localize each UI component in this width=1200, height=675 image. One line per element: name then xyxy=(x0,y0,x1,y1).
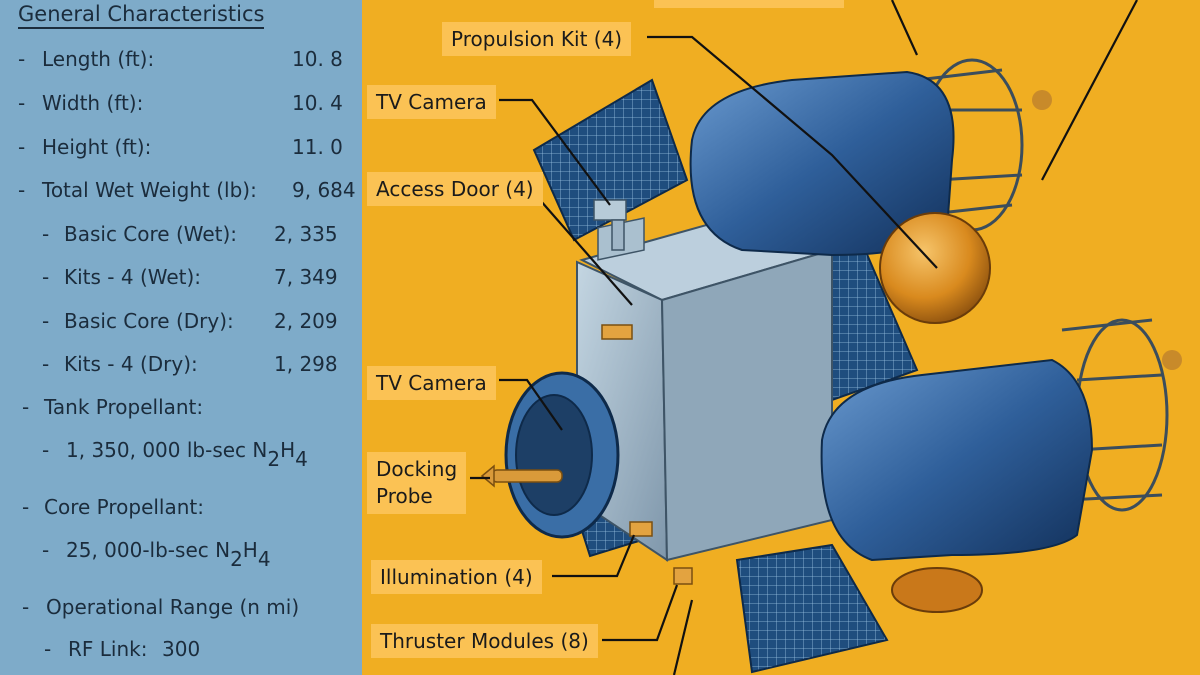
propulsion-tank-lower xyxy=(820,358,1094,562)
spec-label: Basic Core (Dry): xyxy=(64,309,234,333)
spec-value: 10. 8 xyxy=(292,47,343,71)
callout-propulsion-kit: Propulsion Kit (4) xyxy=(442,22,632,56)
bullet-dash: - xyxy=(42,265,50,289)
thruster-nozzle xyxy=(1032,90,1052,110)
spec-value: 9, 684 xyxy=(292,178,356,202)
bullet-dash: - xyxy=(42,309,50,333)
bullet-dash: - xyxy=(18,91,26,115)
solar-panel-lower xyxy=(735,543,889,674)
spacecraft-illustration: Propulsion Kit (4) TV Camera Access Door… xyxy=(362,0,1200,675)
illumination-light xyxy=(629,521,653,537)
spec-label: Kits - 4 (Dry): xyxy=(64,352,198,376)
spacecraft-drawing xyxy=(470,0,1182,675)
callout-access-door: Access Door (4) xyxy=(367,172,543,206)
spec-label: Basic Core (Wet): xyxy=(64,222,238,246)
bullet-dash: - xyxy=(42,538,50,562)
spec-formula: 1, 350, 000 lb-sec N2H4 xyxy=(66,438,308,471)
spec-title: General Characteristics xyxy=(18,2,265,29)
thruster-module-block xyxy=(673,567,693,585)
bullet-dash: - xyxy=(22,495,30,519)
leader-line-access-door xyxy=(539,199,633,306)
spec-label: Core Propellant: xyxy=(44,495,204,519)
core-body-side xyxy=(660,248,833,562)
bullet-dash: - xyxy=(18,47,26,71)
leader-line-top-kit xyxy=(890,0,919,56)
specifications-panel: General Characteristics - Length (ft): 1… xyxy=(0,0,362,675)
illumination-light xyxy=(601,324,633,340)
bullet-dash: - xyxy=(44,637,52,661)
spec-value: 300 xyxy=(162,637,201,661)
spec-label: Length (ft): xyxy=(42,47,155,71)
thruster-nozzle xyxy=(1162,350,1182,370)
leader-line-propulsion-kit xyxy=(647,35,938,269)
callout-top-partial xyxy=(654,0,844,8)
spec-label: Kits - 4 (Wet): xyxy=(64,265,202,289)
spec-label: Height (ft): xyxy=(42,135,152,159)
leader-line-tv-camera-mid xyxy=(499,378,563,431)
propulsion-tank-upper xyxy=(689,70,955,257)
bullet-dash: - xyxy=(42,222,50,246)
leader-lines xyxy=(470,0,1138,675)
spec-value: 10. 4 xyxy=(292,91,343,115)
propellant-sphere xyxy=(879,212,991,324)
docking-probe xyxy=(480,464,563,488)
spec-label: Operational Range (n mi) xyxy=(46,595,300,619)
bullet-dash: - xyxy=(18,135,26,159)
leader-line-tv-camera-top xyxy=(499,98,611,206)
spec-label: Total Wet Weight (lb): xyxy=(42,178,257,202)
spec-label: Width (ft): xyxy=(42,91,144,115)
spec-value: 1, 298 xyxy=(274,352,338,376)
bullet-dash: - xyxy=(42,438,50,462)
callout-tv-camera-mid: TV Camera xyxy=(367,366,496,400)
tv-camera-lens xyxy=(515,394,593,516)
tv-camera-top xyxy=(593,199,627,251)
callout-thruster-modules: Thruster Modules (8) xyxy=(371,624,598,658)
callout-tv-camera-top: TV Camera xyxy=(367,85,496,119)
spec-label: Tank Propellant: xyxy=(44,395,204,419)
bullet-dash: - xyxy=(42,352,50,376)
callout-illumination: Illumination (4) xyxy=(371,560,542,594)
bullet-dash: - xyxy=(22,595,30,619)
leader-line-top-right xyxy=(1041,0,1138,181)
spec-value: 2, 335 xyxy=(274,222,338,246)
spec-value: 7, 349 xyxy=(274,265,338,289)
callout-docking-line2: Probe xyxy=(376,484,433,508)
spec-value: 11. 0 xyxy=(292,135,343,159)
leader-line-thruster-modules xyxy=(602,584,679,642)
bullet-dash: - xyxy=(22,395,30,419)
solar-panel-upper xyxy=(532,78,689,242)
spec-label: RF Link: xyxy=(68,637,148,661)
spec-formula: 25, 000-lb-sec N2H4 xyxy=(66,538,271,571)
lower-sphere xyxy=(891,567,983,613)
callout-docking-probe: Docking Probe xyxy=(367,452,467,514)
bullet-dash: - xyxy=(18,178,26,202)
spec-value: 2, 209 xyxy=(274,309,338,333)
leader-line-illumination xyxy=(552,534,636,578)
leader-line-thruster-modules-down xyxy=(672,599,694,675)
callout-docking-line1: Docking xyxy=(376,457,458,481)
